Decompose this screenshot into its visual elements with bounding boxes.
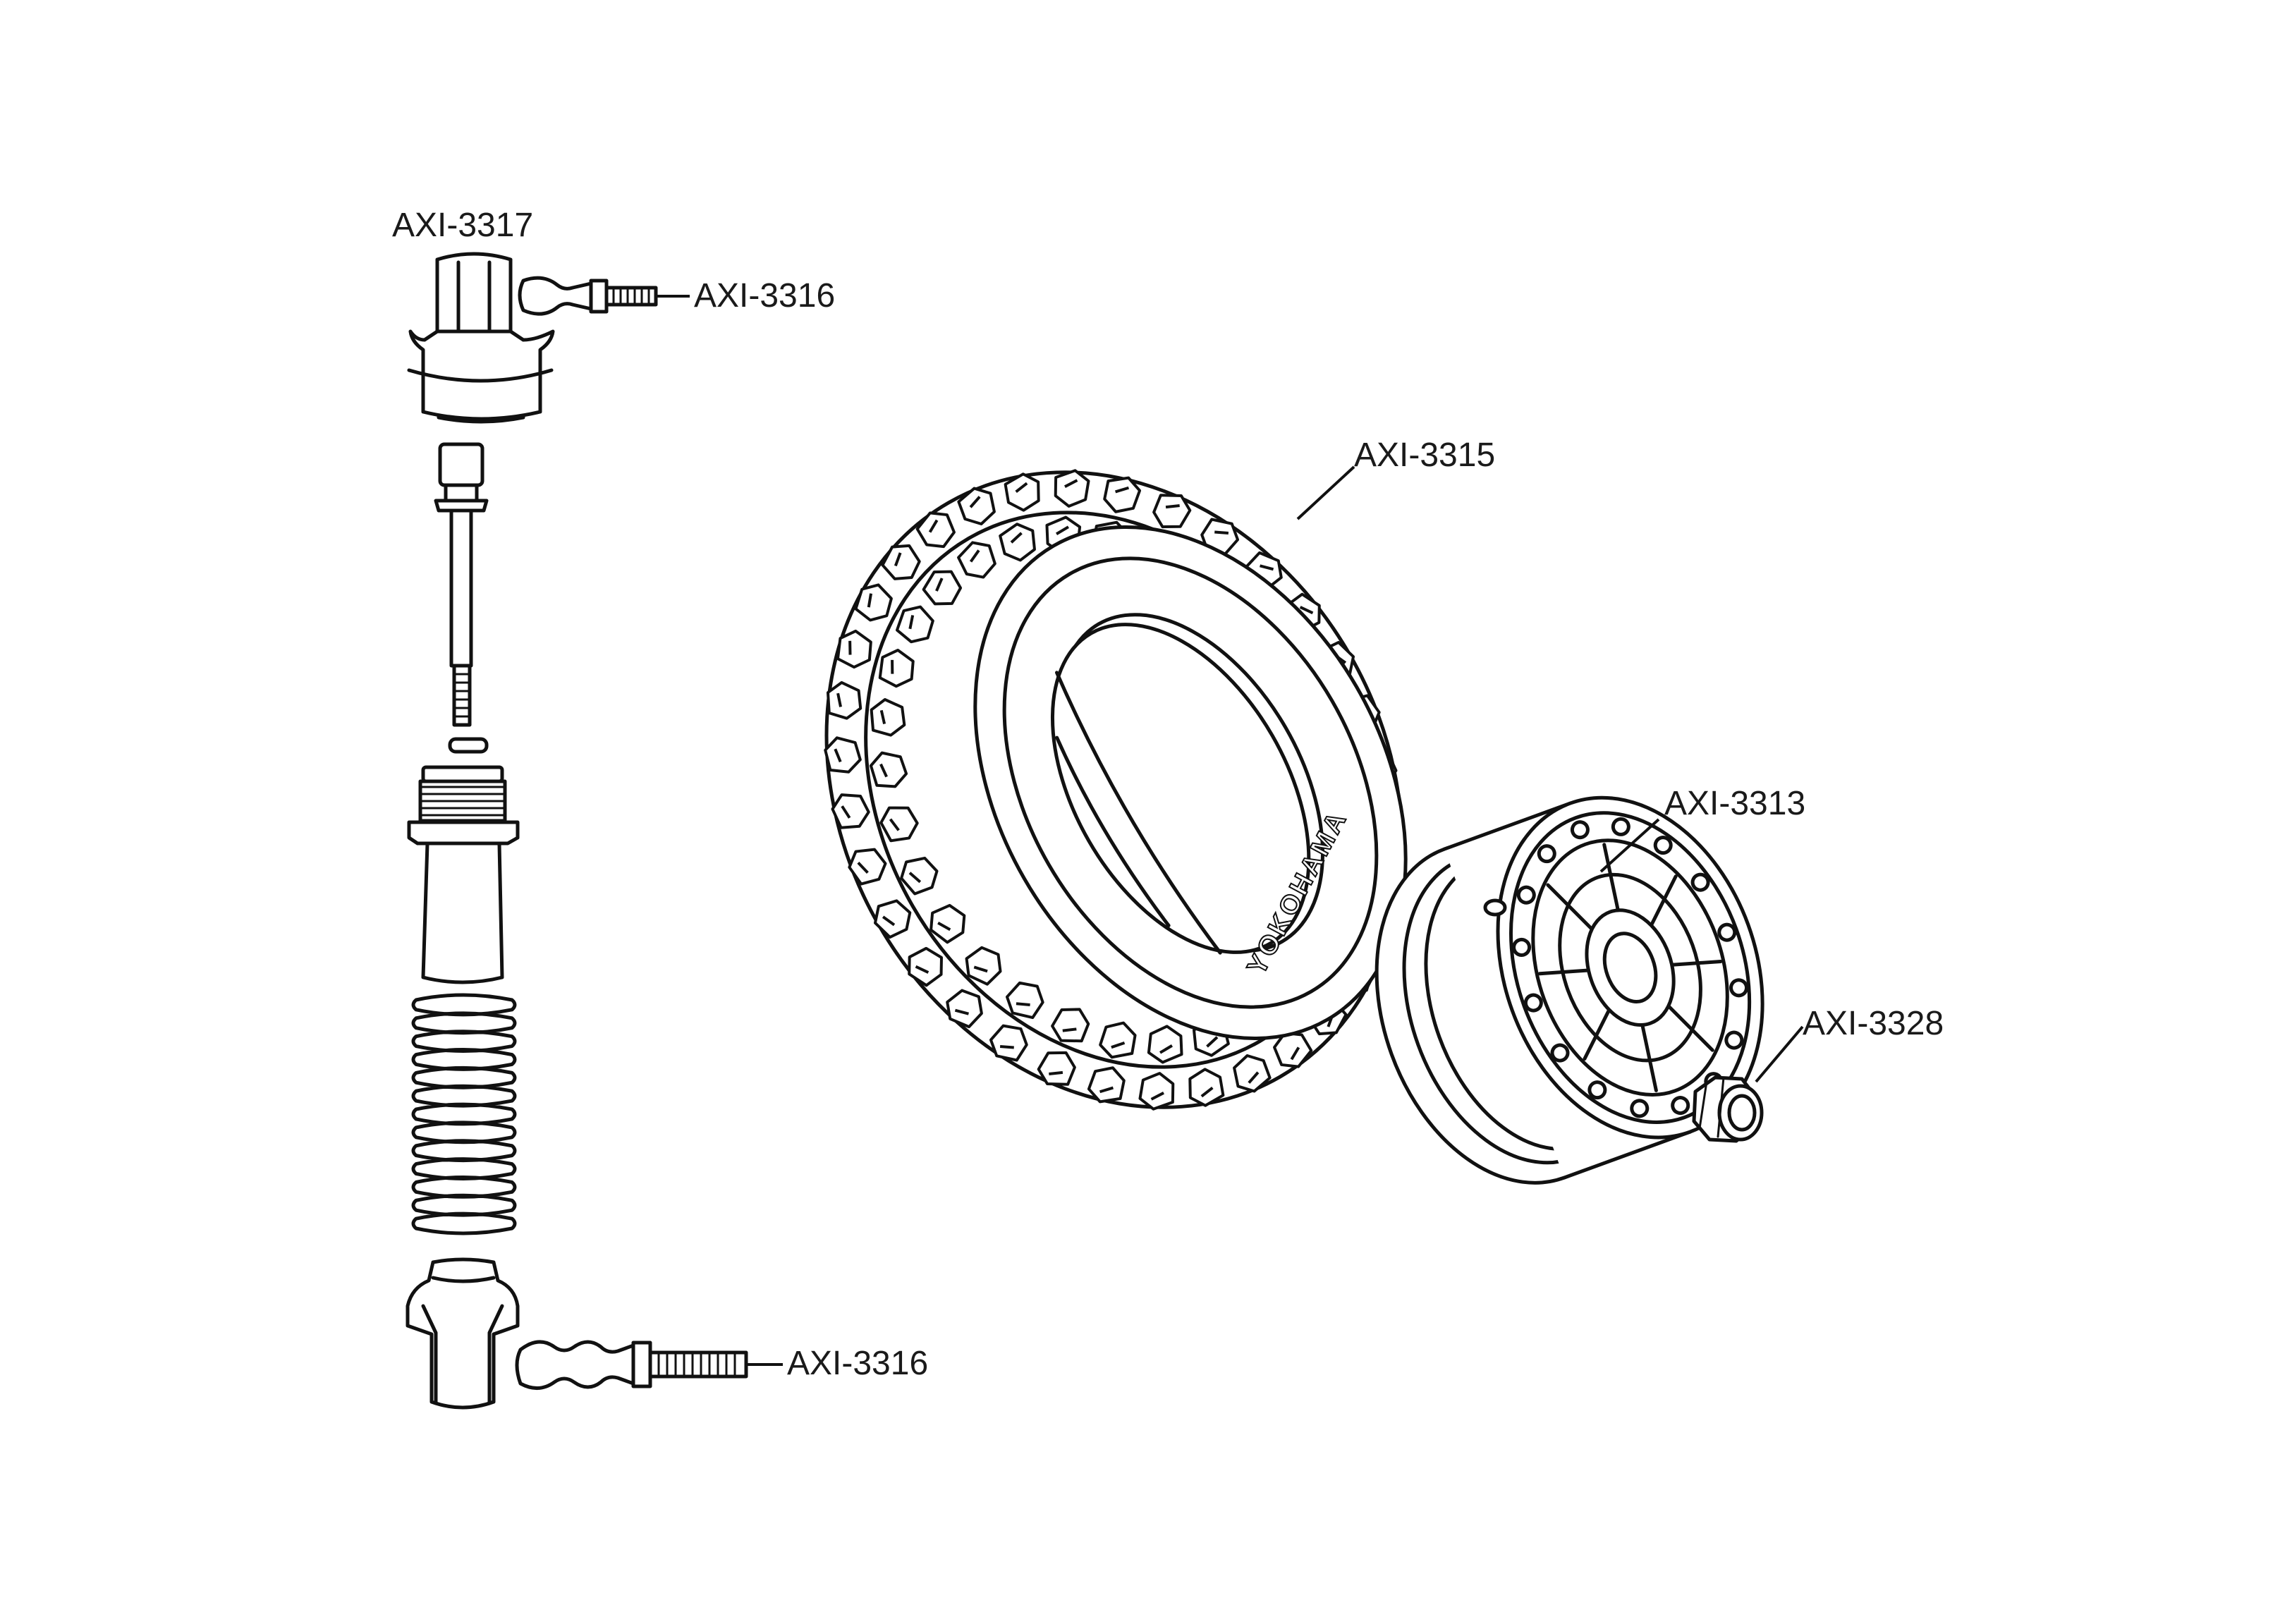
beadlock-bolt [1537,844,1556,864]
wheel-spoke [1583,1009,1611,1061]
shock-shaft [434,442,489,727]
ball-stud-top-thread [604,286,658,307]
beadlock-bolt [1630,1099,1650,1118]
label-wheel-nut: AXI-3328 [1803,1005,1944,1042]
tread-block [881,544,921,580]
leader-wheel [1599,818,1660,873]
tread-block [1188,1068,1225,1107]
tread-block [879,806,919,843]
beadlock-bolt [1570,820,1590,840]
tread-block [878,648,915,688]
beadlock-bolt [1550,1043,1570,1063]
tread-block [999,523,1036,562]
beadlock-bolt [1611,817,1630,836]
wheel-spoke [1546,883,1593,930]
shaft-thread [452,664,472,727]
tread-block [1005,981,1044,1020]
beadlock-bolt [1587,1080,1607,1100]
tread-block [989,1024,1028,1062]
tread-block [831,793,870,829]
ball-stud-bottom-thread [648,1350,748,1379]
label-ball-stud-bottom: AXI-3316 [787,1345,929,1382]
wheel-spoke [1667,1005,1714,1052]
ball-stud-bottom [515,1340,748,1390]
tread-block [895,605,934,644]
tread-block [1147,1025,1183,1064]
shaft-clip [448,737,489,754]
wheel-valve-hole [1483,898,1507,917]
tread-block [826,680,862,720]
tread-block [1004,472,1040,512]
shock-upper-end [407,252,555,424]
tread-block [965,946,1002,986]
tread-block [946,989,983,1029]
tread-block [870,697,906,737]
tread-block [900,856,939,896]
tread-block [1054,469,1090,508]
tread-block [957,487,996,526]
tread-block [915,511,956,549]
tread-block [836,629,872,669]
tread-block [929,903,966,944]
shock-lower-end [406,1257,520,1410]
wheel-spoke [1537,968,1589,976]
tread-block [873,899,912,939]
label-wheel: AXI-3313 [1664,785,1806,822]
beadlock-bolt [1671,1096,1690,1116]
beadlock-bolt [1516,885,1536,905]
label-shock-upper-end: AXI-3317 [392,207,534,244]
wheel-spoke [1640,1024,1658,1092]
beadlock-bolt [1717,922,1737,942]
ball-stud-top [518,276,658,316]
beadlock-bolt [1690,872,1710,892]
beadlock-bolt [1729,978,1749,998]
tread-block [922,570,963,606]
wheel-spoke [1650,874,1678,926]
shock-spring [411,993,517,1235]
tread-block [1273,1031,1313,1068]
beadlock-bolt [1523,993,1543,1013]
wheel-spoke [1602,843,1620,911]
wheel-nut [1692,1075,1764,1143]
tread-block [1138,1072,1175,1111]
tread-block [957,541,996,579]
wheel [1374,795,1764,1185]
wheel-spokes [1537,843,1723,1092]
tread-block [1099,1021,1137,1059]
tread-block [1152,494,1192,529]
tread-block [1103,476,1142,513]
tread-block [1233,1054,1272,1093]
tire: YOKOHAMA [824,469,1408,1111]
label-ball-stud-top: AXI-3316 [694,277,836,315]
tread-block [854,583,893,622]
leader-wheel-nut [1755,1025,1804,1083]
tread-block [1051,1008,1090,1043]
tread-block [869,751,908,788]
beadlock-bolt [1653,836,1673,855]
tread-block [1037,1051,1076,1086]
beadlock-bolt [1512,937,1532,957]
tread-block [908,946,943,987]
label-tire: AXI-3315 [1354,436,1496,474]
tread-block [848,848,887,886]
beadlock-bolt [1724,1030,1744,1050]
wheel-spoke [1671,960,1723,967]
tread-block [1087,1066,1126,1104]
tread-block [824,736,862,774]
leader-tire [1296,465,1355,520]
shock-body [407,765,520,984]
